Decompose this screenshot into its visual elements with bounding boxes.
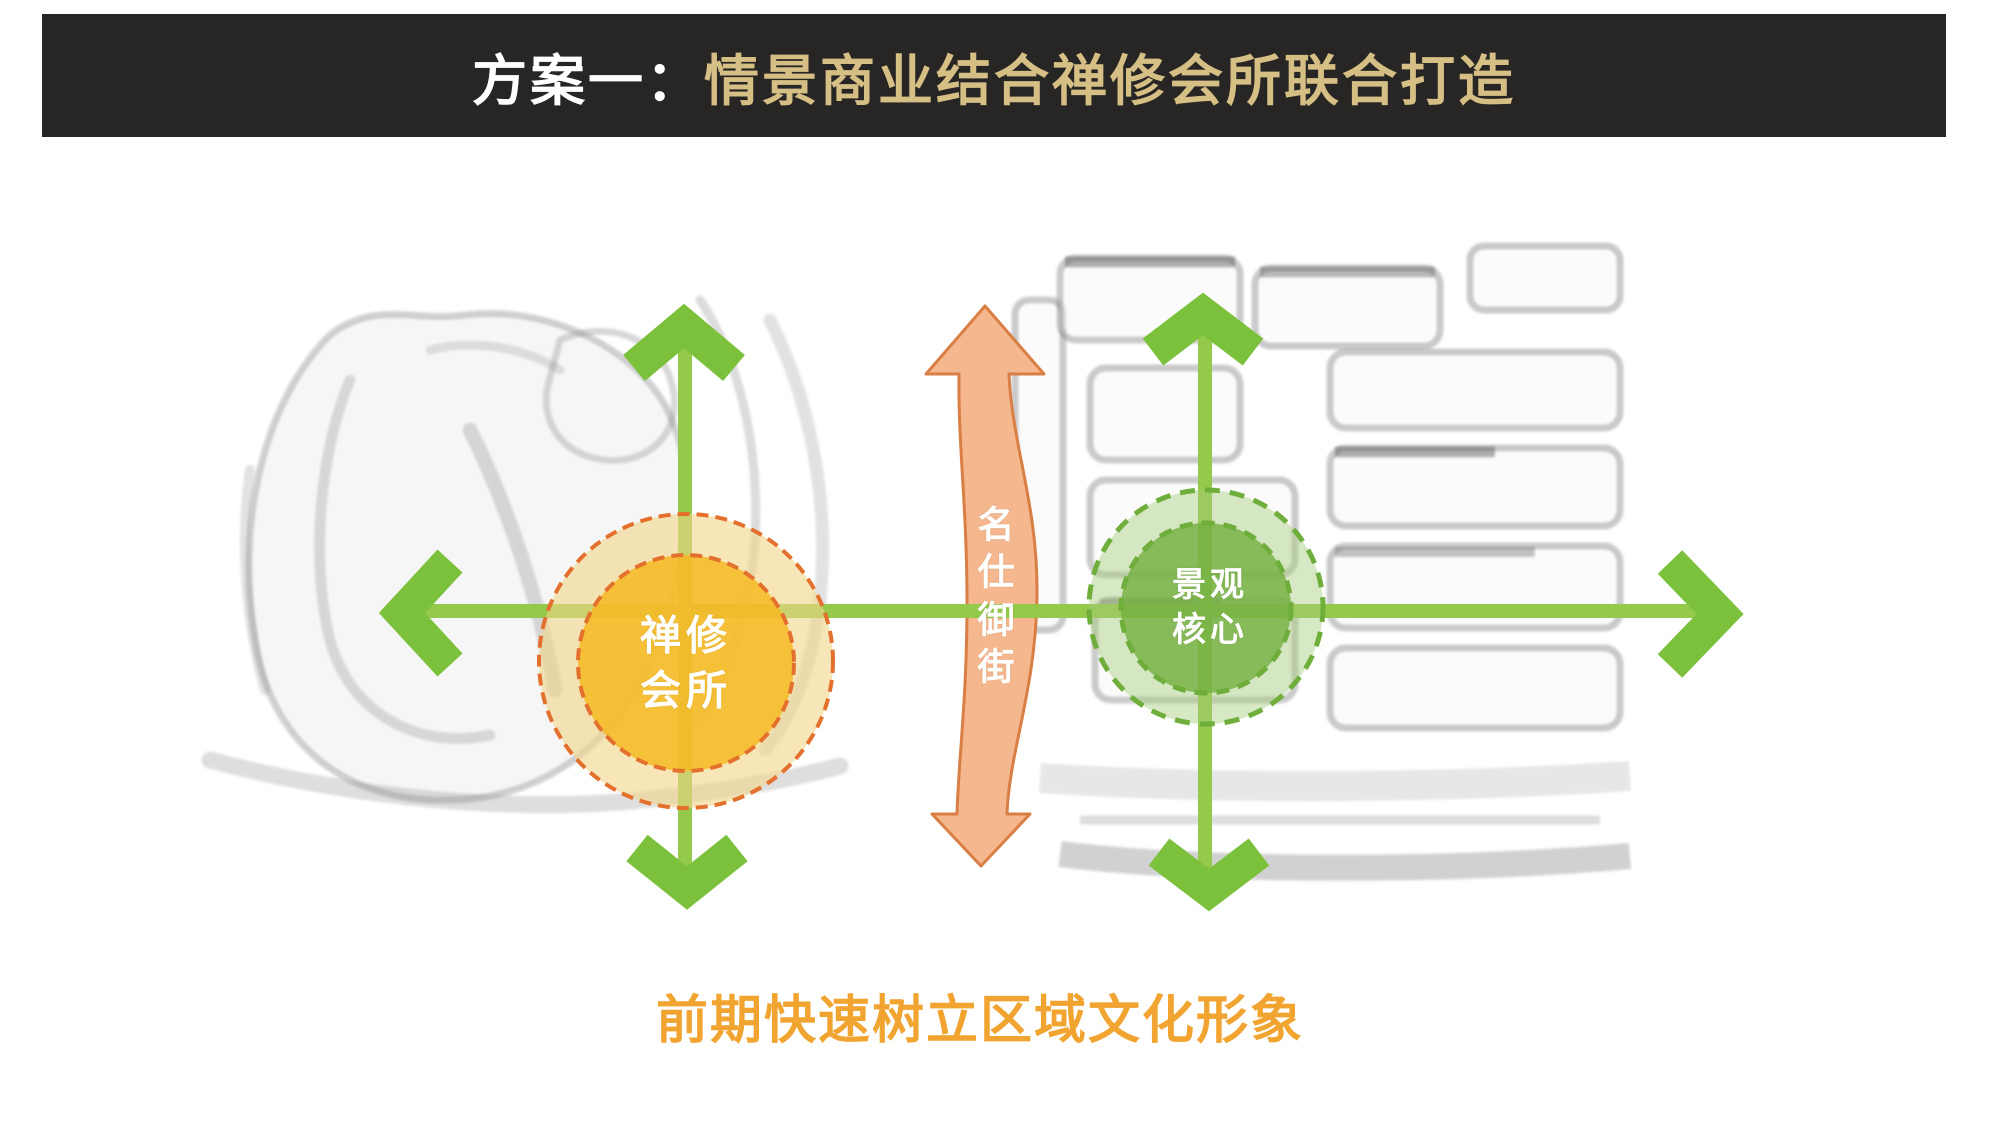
landscape-core-inner-circle (1118, 520, 1294, 696)
title-main: 情景商业结合禅修会所联合打造 (704, 48, 1517, 113)
arrow-down-left-icon (626, 834, 748, 910)
street-label: 名仕御街 (977, 503, 1015, 689)
bottom-caption: 前期快速树立区域文化形象 (656, 991, 1305, 1051)
zen-club-inner-circle (576, 553, 796, 773)
title-bar: 方案一： 情景商业结合禅修会所联合打造 (42, 14, 1946, 137)
arrow-down-right-icon (1148, 838, 1270, 912)
street-ribbon-arrow (924, 304, 1046, 868)
arrow-right-icon (1657, 550, 1744, 678)
arrow-up-right-icon (1142, 292, 1264, 366)
arrow-up-left-icon (623, 303, 745, 382)
title-prefix: 方案一： (471, 48, 704, 113)
zen-club-label: 禅修 会所 (640, 611, 732, 715)
arrow-left-icon (378, 549, 463, 677)
landscape-core-label: 景观 核心 (1172, 565, 1248, 650)
axis-arrowheads (378, 292, 1744, 912)
